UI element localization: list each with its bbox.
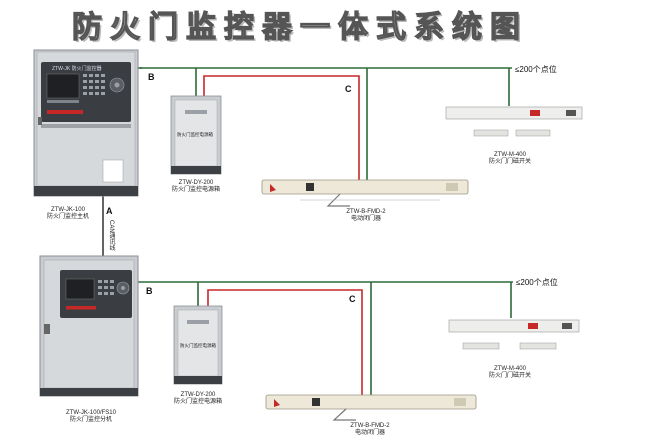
lower-power-label-name: 防火门监控电源箱: [173, 399, 222, 405]
lower-closer-label-name: 电动闭门器: [354, 430, 385, 436]
lower-point-limit: ≤200个点位: [516, 278, 558, 287]
lower-wiring: [138, 281, 513, 395]
can-link-text: CAN通讯线: [108, 220, 114, 251]
upper-power-label-name: 防火门监控电源箱: [171, 187, 220, 193]
lower-bus-b-tag: B: [146, 286, 153, 296]
upper-host-cabinet: [33, 49, 139, 197]
lower-host-label-code: ZTW-JK-100/FS10: [66, 410, 116, 416]
lower-closer-label-code: ZTW-B-FMD-2: [350, 423, 390, 429]
lower-magnet-switch: [448, 319, 580, 350]
upper-host-label-code: ZTW-JK-100: [51, 207, 85, 213]
upper-host-screen-text: ZTW-JK 防火门监控器: [52, 66, 102, 72]
upper-magnet-label-name: 防火门门磁开关: [488, 159, 531, 165]
upper-magnet-label-code: ZTW-M-400: [494, 152, 526, 158]
upper-power-c-line: [203, 75, 360, 180]
upper-door-closer: [261, 179, 469, 207]
lower-power-box: [173, 305, 223, 385]
upper-power-c-tag: C: [345, 84, 352, 94]
lower-power-face-text: 防火门监控电源箱: [180, 343, 216, 348]
upper-bus-b-tag: B: [148, 72, 155, 82]
upper-wiring: [138, 67, 512, 180]
lower-magnet-label-code: ZTW-M-400: [494, 366, 526, 372]
upper-host-label-name: 防火门监控主机: [46, 214, 89, 220]
lower-power-c-tag: C: [349, 294, 356, 304]
can-link-tag: A: [106, 206, 113, 216]
lower-door-closer: [265, 394, 477, 421]
lower-host-cabinet: [39, 255, 139, 397]
upper-closer-label-name: 电动闭门器: [350, 216, 381, 222]
upper-point-limit: ≤200个点位: [515, 65, 557, 74]
diagram-title: 防火门监控器一体式系统图: [71, 9, 528, 45]
lower-host-label-name: 防火门监控分机: [69, 417, 112, 423]
upper-closer-label-code: ZTW-B-FMD-2: [346, 209, 386, 215]
upper-power-label-code: ZTW-DY-200: [178, 180, 214, 186]
lower-power-c-line: [207, 289, 363, 395]
upper-power-face-text: 防火门监控电源箱: [177, 132, 213, 137]
lower-magnet-label-name: 防火门门磁开关: [488, 373, 531, 379]
upper-power-box: [170, 95, 222, 175]
upper-magnet-switch: [445, 106, 583, 137]
lower-power-label-code: ZTW-DY-200: [180, 392, 216, 398]
